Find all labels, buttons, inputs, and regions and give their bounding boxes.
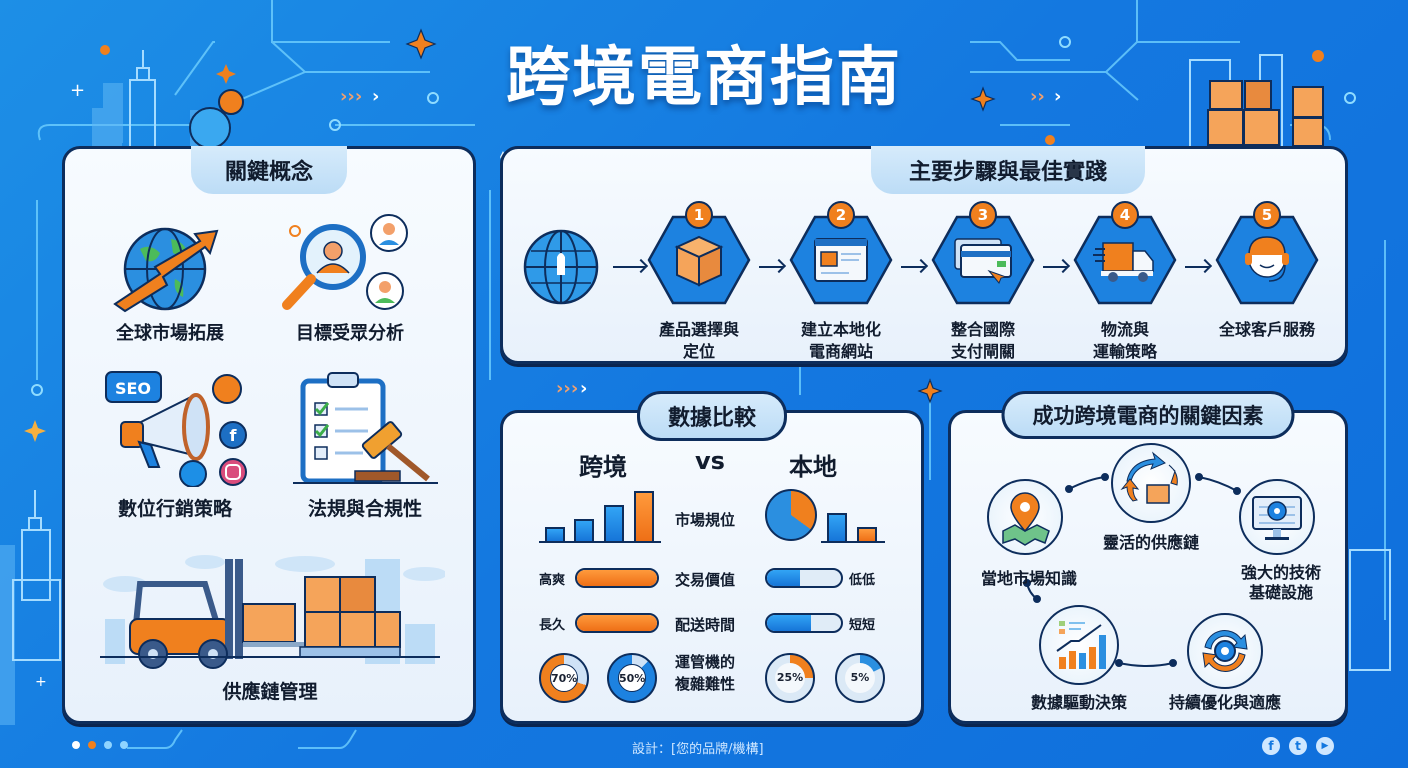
key-concepts-heading: 關鍵概念 [190,146,348,194]
step-3: 3 整合國際支付閘關 [923,201,1043,363]
step-arrow [759,266,783,268]
delivery-local-bar [765,613,843,633]
cycle-box-icon [1120,451,1178,504]
facebook-icon[interactable]: f [1262,737,1280,755]
step-2: 2 建立本地化電商網站 [781,201,901,363]
forklift-boxes-icon [100,555,445,669]
factor-connectors [1023,473,1241,667]
delivery-local-text: 短短 [849,618,876,633]
factor-label-local-market: 當地市場知識 [980,569,1077,588]
concept-label-compliance: 法規與合規性 [307,498,422,520]
factors-panel: 成功跨境電商的關鍵因素 當地市場知識 靈活的供應鏈 強大的技術基礎設施 數據驅動… [948,391,1348,724]
twitter-icon[interactable]: t [1289,737,1307,755]
step-5: 5 全球客戶服務 [1207,201,1327,341]
key-concepts-panel: 關鍵概念 全球市場拓展 目標受眾分析 SEO f 數位行銷策略 [62,146,476,724]
step-arrow [901,266,925,268]
step-1: 1 產品選擇與定位 [639,201,759,363]
factors-heading: 成功跨境電商的關鍵因素 [1001,391,1295,439]
local-label: 本地 [789,453,837,481]
website-icon [814,238,868,282]
cross-border-label: 跨境 [579,453,627,481]
footer-credit: 設計：[您的品牌/機構] [632,742,764,757]
factor-label-tech-infra: 強大的技術基礎設施 [1240,563,1321,602]
factor-label-continuous-optimization: 持續優化與適應 [1168,693,1281,712]
trade-value-local-text: 低低 [849,573,876,588]
step-4: 4 物流與運輸策略 [1065,201,1185,363]
concept-label-supply-chain: 供應鏈管理 [222,681,318,703]
delivery-cross-text: 長久 [539,618,566,633]
globe-icon [523,229,599,305]
factor-local-market [987,479,1063,555]
truck-icon [1093,242,1154,282]
megaphone-seo-icon: SEO f [105,371,247,487]
gear-refresh-icon [1202,630,1248,672]
steps-heading: 主要步驟與最佳實踐 [870,146,1145,194]
factor-data-driven [1039,605,1119,685]
vs-label: vs [695,447,725,475]
delivery-cross-bar [575,613,659,633]
globe-arrows-icon [113,227,219,313]
svg-text:›››: ››› [556,378,578,399]
svg-text:›: › [580,378,587,399]
concept-label-digital-marketing: 數位行銷策略 [117,498,232,520]
concept-label-global-expansion: 全球市場拓展 [116,323,224,344]
metric-complexity: 運管機的複雜難性 [675,653,736,693]
svg-text:+: + [35,674,47,690]
metric-delivery-time: 配送時間 [675,616,736,634]
page-title: 跨境電商指南 [506,41,902,115]
metric-trade-value: 交易價值 [675,571,736,589]
factor-tech-infra [1239,479,1315,555]
headset-agent-icon [1245,236,1289,282]
factor-label-flexible-supply: 靈活的供應鏈 [1102,533,1199,552]
concept-label-target-audience: 目標受眾分析 [296,323,404,344]
donut-70: 70% [539,653,589,703]
donut-5: 5% [835,653,885,703]
local-pie-chart [765,489,817,541]
monitor-gear-icon [1252,496,1302,540]
svg-text:f: f [230,426,238,445]
chart-growth-icon [1056,621,1106,669]
steps-panel: 主要步驟與最佳實踐 1 產品選擇與定位 2 建立本地化電商網站 3 整合國際支付… [500,146,1348,364]
factor-flexible-supply [1111,443,1191,523]
connector-line [613,266,645,268]
credit-card-icon [954,238,1012,284]
magnifier-audience-icon [282,214,408,310]
factor-continuous-optimization [1187,613,1263,689]
factor-label-data-driven: 數據驅動決策 [1030,693,1127,712]
youtube-icon[interactable]: ▶ [1316,737,1334,755]
seo-badge: SEO [115,379,151,398]
box-icon [674,235,724,287]
comparison-panel: 數據比較 跨境 vs 本地 市場規位 高爽 交易價值 低低 長久 配送時間 短短… [500,391,924,724]
trade-value-cross-bar [575,568,659,588]
donut-50: 50% [607,653,657,703]
checklist-gavel-icon [293,372,438,484]
step-arrow [1043,266,1067,268]
donut-25: 25% [765,653,815,703]
metric-market-size: 市場規位 [675,511,736,529]
comparison-heading: 數據比較 [636,391,788,441]
trade-value-local-bar [765,568,843,588]
step-arrow [1185,266,1209,268]
map-pin-icon [1002,492,1050,546]
trade-value-cross-text: 高爽 [539,573,566,588]
